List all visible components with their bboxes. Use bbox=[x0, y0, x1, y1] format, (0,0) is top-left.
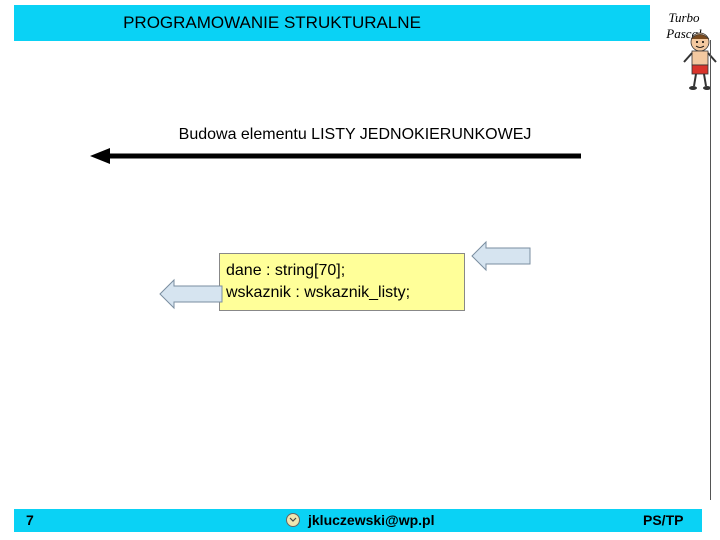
list-node-box: dane : string[70]; wskaznik : wskaznik_l… bbox=[219, 253, 465, 311]
slide-header-title: PROGRAMOWANIE STRUKTURALNE bbox=[14, 13, 650, 33]
node-field-data: dane : string[70]; bbox=[226, 260, 464, 282]
slide-subtitle: Budowa elementu LISTY JEDNOKIERUNKOWEJ bbox=[0, 126, 720, 144]
right-divider-line bbox=[710, 40, 711, 500]
course-code: PS/TP bbox=[643, 512, 683, 528]
author-email-link[interactable]: jkluczewski@wp.pl bbox=[308, 512, 434, 528]
list-direction-arrow bbox=[90, 145, 585, 167]
header-bar: PROGRAMOWANIE STRUKTURALNE bbox=[14, 5, 650, 41]
slide-page-number: 7 bbox=[26, 512, 34, 528]
outgoing-pointer-arrow bbox=[158, 278, 224, 310]
email-icon bbox=[285, 512, 301, 528]
node-field-pointer: wskaznik : wskaznik_listy; bbox=[226, 282, 464, 304]
incoming-pointer-arrow bbox=[470, 240, 532, 272]
mascot-figure-icon bbox=[680, 30, 720, 92]
